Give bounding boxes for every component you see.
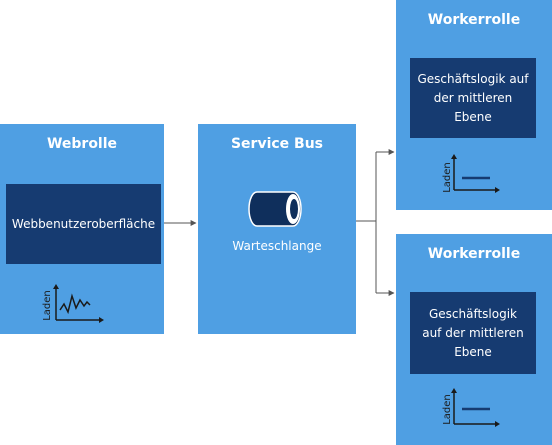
worker-load-chart-2	[451, 388, 500, 427]
worker-role-box-2: Workerrolle Geschäftslogik auf der mittl…	[396, 234, 552, 445]
worker-logic-line: Ebene	[454, 344, 492, 359]
worker-role-title-1: Workerrolle	[427, 12, 521, 28]
web-role-title: Webrolle	[46, 136, 118, 152]
worker-logic-line: Ebene	[454, 109, 492, 124]
worker-logic-line: der mittleren	[433, 90, 513, 105]
web-load-chart	[53, 284, 104, 323]
web-ui-label: Webbenutzeroberfläche	[11, 216, 156, 231]
worker-logic-line: Geschäftslogik	[428, 306, 518, 321]
worker-logic-line: Geschäftslogik auf	[417, 71, 529, 86]
web-load-line	[59, 293, 91, 315]
worker-logic-line: auf der mittleren	[422, 325, 524, 340]
web-role-box: Webrolle Webbenutzeroberfläche Laden	[0, 124, 164, 334]
worker-logic-box-1: Geschäftslogik auf der mittleren Ebene	[410, 58, 536, 138]
service-bus-title: Service Bus	[230, 136, 324, 152]
worker-logic-box-2: Geschäftslogik auf der mittleren Ebene	[410, 292, 536, 374]
worker-role-box-1: Workerrolle Geschäftslogik auf der mittl…	[396, 0, 552, 210]
service-bus-box: Service Bus Warteschlange	[198, 124, 356, 334]
web-load-axis-label: Laden	[41, 290, 53, 321]
queue-label: Warteschlange	[232, 239, 322, 253]
worker-load-chart-1	[451, 154, 500, 193]
queue-icon	[248, 191, 302, 227]
web-ui-box: Webbenutzeroberfläche	[6, 184, 161, 264]
worker-role-title-2: Workerrolle	[427, 246, 521, 262]
